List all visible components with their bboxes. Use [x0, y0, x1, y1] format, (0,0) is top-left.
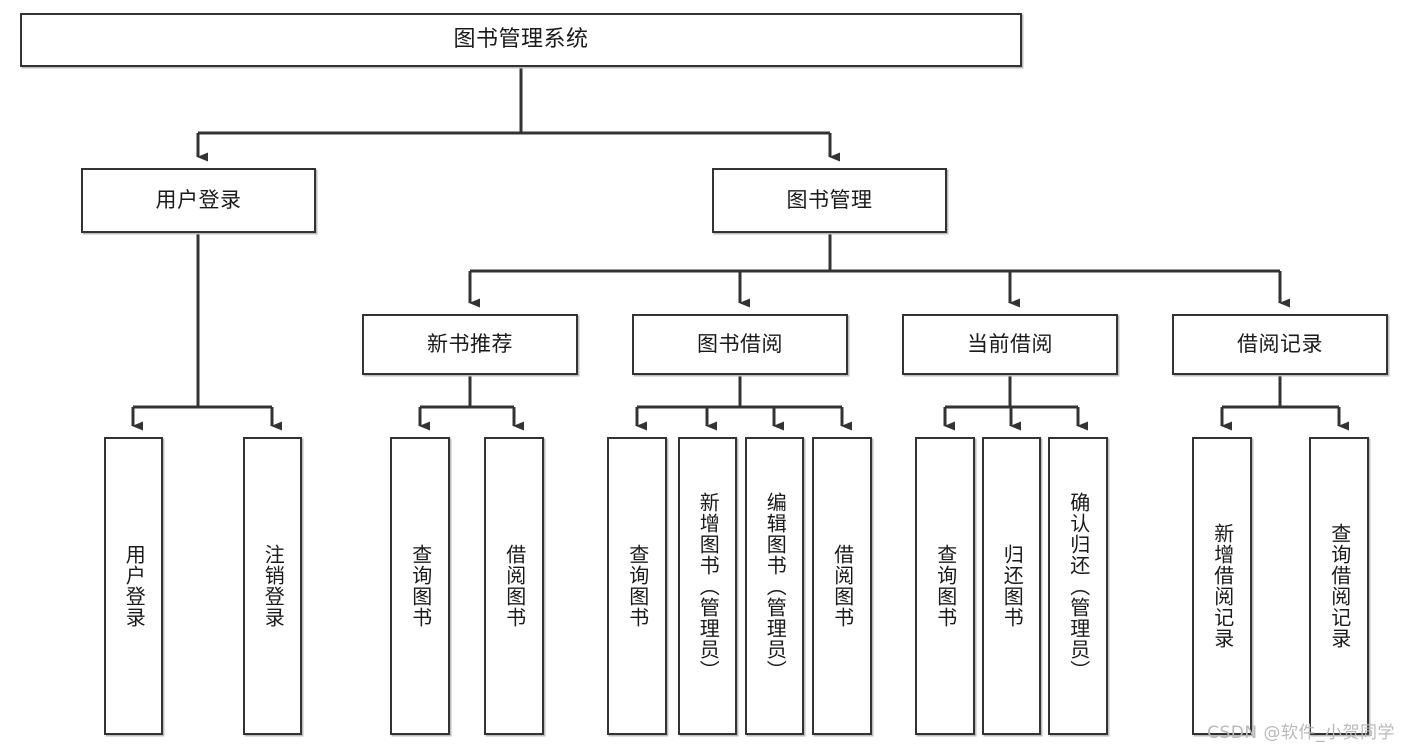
node-label: 新书推荐 [427, 332, 513, 357]
node-label: 图书管理系统 [453, 27, 589, 53]
node-label: 新增图书（管理员） [696, 491, 721, 681]
node-user-login[interactable]: 用户登录 [81, 168, 316, 233]
node-book-management-system[interactable]: 图书管理系统 [20, 13, 1022, 67]
node-current-borrow[interactable]: 当前借阅 [902, 314, 1118, 375]
node-leaf-user-login[interactable]: 用户登录 [104, 437, 163, 735]
node-leaf-add-record[interactable]: 新增借阅记录 [1192, 437, 1252, 735]
node-leaf-edit-book[interactable]: 编辑图书（管理员） [745, 437, 804, 735]
node-leaf-logout-login[interactable]: 注销登录 [243, 437, 302, 735]
node-label: 用户登录 [155, 188, 242, 213]
node-label: 查询借阅记录 [1327, 523, 1352, 649]
node-label: 归还图书 [1000, 544, 1025, 628]
node-label: 注销登录 [261, 544, 286, 628]
node-label: 编辑图书（管理员） [763, 491, 788, 681]
node-leaf-query-book-1[interactable]: 查询图书 [390, 437, 450, 735]
node-label: 当前借阅 [967, 332, 1053, 357]
node-label: 图书借阅 [697, 332, 783, 357]
node-leaf-borrow-book-2[interactable]: 借阅图书 [812, 437, 872, 735]
node-label: 用户登录 [122, 544, 147, 628]
node-leaf-return-book[interactable]: 归还图书 [982, 437, 1041, 735]
node-label: 查询图书 [625, 544, 650, 628]
node-leaf-add-book[interactable]: 新增图书（管理员） [678, 437, 737, 735]
node-label: 查询图书 [933, 544, 958, 628]
node-label: 图书管理 [786, 188, 873, 213]
node-new-book-recommend[interactable]: 新书推荐 [362, 314, 578, 375]
node-leaf-borrow-book-1[interactable]: 借阅图书 [484, 437, 544, 735]
node-label: 查询图书 [408, 544, 433, 628]
node-label: 借阅图书 [830, 544, 855, 628]
node-label: 新增借阅记录 [1210, 523, 1235, 649]
node-leaf-confirm-return[interactable]: 确认归还（管理员） [1048, 437, 1108, 735]
node-leaf-query-book-3[interactable]: 查询图书 [915, 437, 975, 735]
node-book-borrow[interactable]: 图书借阅 [632, 314, 848, 375]
node-label: 借阅记录 [1237, 332, 1323, 357]
node-label: 确认归还（管理员） [1066, 491, 1091, 681]
node-leaf-query-record[interactable]: 查询借阅记录 [1309, 437, 1369, 735]
node-book-management[interactable]: 图书管理 [712, 168, 947, 233]
node-label: 借阅图书 [502, 544, 527, 628]
node-borrow-record[interactable]: 借阅记录 [1172, 314, 1388, 375]
node-leaf-query-book-2[interactable]: 查询图书 [607, 437, 667, 735]
